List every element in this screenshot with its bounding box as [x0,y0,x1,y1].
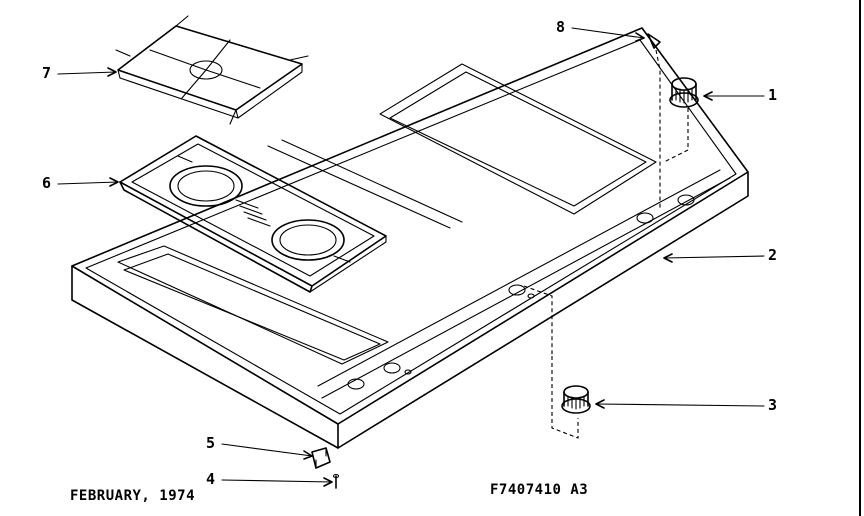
callout-8: 8 [556,18,566,36]
diagram-date: FEBRUARY, 1974 [70,488,196,504]
cooktop-frame [71,27,749,449]
callout-2: 2 [768,246,778,264]
page-edge-line [859,0,861,516]
screw-part [332,473,340,489]
bracket-part [311,447,331,469]
clip-part [647,33,661,210]
knob-lower [523,285,591,439]
knob-upper [663,77,699,163]
callout-4: 4 [206,470,216,488]
callout-3: 3 [768,396,778,414]
burner-grate [115,15,309,125]
leader-arrows [57,27,765,487]
drawing-number: F7407410 A3 [490,482,589,498]
callout-5: 5 [206,434,216,452]
callout-7: 7 [42,64,52,82]
callout-1: 1 [768,86,778,104]
callout-6: 6 [42,174,52,192]
burner-plate [119,135,387,293]
